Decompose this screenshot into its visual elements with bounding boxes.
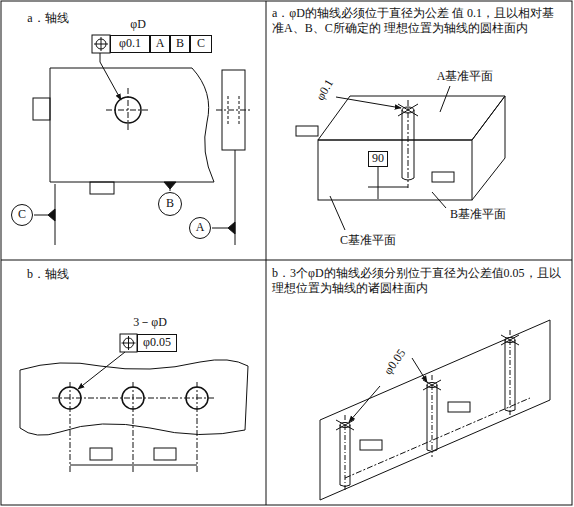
datum-circle: C	[11, 204, 33, 226]
tolerance-cell: φ0.05	[137, 334, 177, 352]
node-text: B	[176, 37, 184, 51]
basic-dimension-box	[360, 440, 382, 450]
datum-circle: B	[158, 192, 182, 216]
datum-cell: C	[190, 35, 212, 53]
node-text: C	[197, 37, 205, 51]
datum-leader	[212, 228, 228, 229]
position-symbol	[128, 336, 129, 350]
datum-triangle	[48, 209, 55, 221]
part-outline	[20, 360, 248, 435]
datum-circle: A	[189, 217, 211, 239]
symbol-cell	[92, 35, 110, 53]
tolerance-value: φ0.05	[381, 346, 409, 377]
tolerance-zone	[402, 110, 403, 178]
leader-line	[432, 192, 446, 208]
basic-dimension-box	[448, 402, 470, 412]
block-front	[318, 140, 472, 200]
leader-line	[100, 53, 121, 100]
datum-leader	[34, 215, 48, 216]
symbol-cell	[120, 334, 137, 352]
leader-line	[349, 386, 380, 422]
datum-triangle	[228, 222, 235, 234]
datum-leader	[170, 189, 171, 191]
basic-dimension-box	[296, 126, 318, 136]
datum-cell: A	[150, 35, 170, 53]
datum-cell: B	[170, 35, 190, 53]
center-mark	[398, 104, 418, 116]
basic-dimension-box	[432, 172, 454, 182]
axis-line	[408, 100, 409, 188]
datum-triangle	[164, 182, 176, 189]
panel-divider	[1, 260, 572, 261]
node-text: A	[196, 221, 205, 235]
basic-dimension-box	[90, 182, 114, 194]
basic-dimension-box: 90	[368, 151, 388, 167]
basic-dimension-box	[154, 448, 176, 460]
extension-line	[70, 382, 71, 472]
node-text: φ0.1	[119, 37, 141, 51]
center-line	[128, 88, 129, 132]
leader-line	[336, 97, 401, 108]
tolerance-zone	[402, 178, 414, 180]
tolerance-zone	[414, 110, 415, 178]
extension-line	[133, 382, 134, 472]
node-text: C	[18, 208, 26, 222]
leader-line	[330, 196, 345, 230]
basic-dimension-box	[90, 448, 112, 460]
position-symbol	[101, 37, 102, 51]
node-text: φ0.05	[143, 336, 171, 350]
tolerance-cell: φ0.1	[110, 35, 150, 53]
part-outline	[50, 68, 214, 182]
leader-line	[440, 86, 450, 112]
datum-plane-label: A基准平面	[437, 69, 494, 84]
dimension-line	[378, 167, 379, 199]
node-text: 90	[372, 152, 384, 166]
feature-size: φD	[130, 17, 146, 32]
datum-plane-label: C基准平面	[340, 233, 396, 248]
node-text: B	[166, 197, 174, 211]
center-line	[216, 110, 251, 111]
feature-size: 3－φD	[133, 315, 167, 330]
hidden-line	[239, 96, 240, 124]
block-side	[472, 96, 505, 200]
note-text: a．φD的轴线必须位于直径为公差 值 0.1，且以相对基准A、B、C所确定的 理…	[272, 6, 564, 36]
tolerance-zone	[336, 330, 519, 492]
note-text: b．3个φD的轴线必须分别位于直径为公差值0.05，且以理想位置为轴线的诸圆柱面…	[272, 266, 564, 296]
leader-line	[78, 352, 125, 389]
panel-divider	[266, 1, 267, 505]
boss	[33, 98, 50, 120]
extension-line	[197, 382, 198, 472]
center-mark	[398, 104, 418, 116]
dimension-line	[70, 465, 197, 466]
dimension-line	[368, 187, 408, 188]
plane	[320, 320, 550, 500]
view-heading: b．轴线	[27, 267, 69, 282]
view-heading: a．轴线	[27, 11, 68, 26]
tolerance-value: φ0.1	[313, 77, 337, 103]
node-text: A	[156, 37, 165, 51]
leader-line	[412, 358, 427, 382]
datum-plane-label: B基准平面	[450, 207, 506, 222]
